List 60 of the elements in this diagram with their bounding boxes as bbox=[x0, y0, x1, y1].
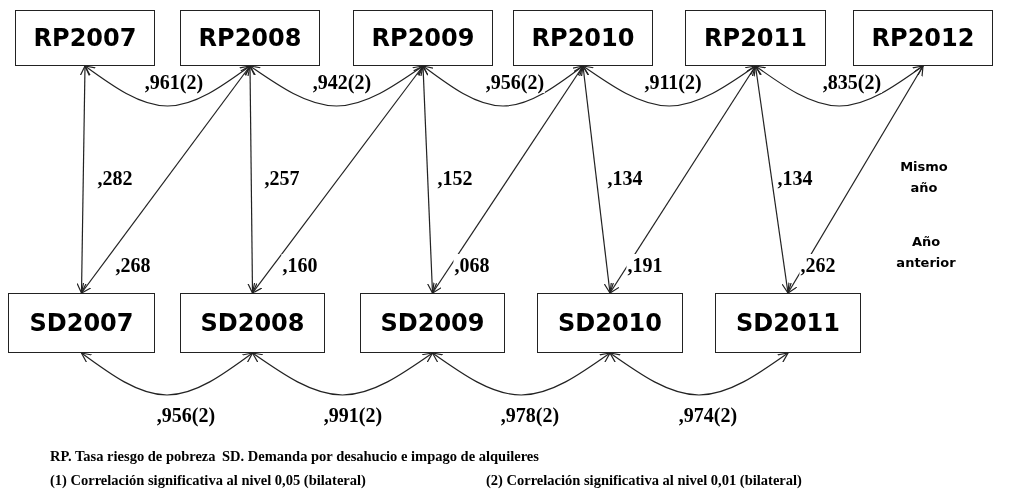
correlation-value: ,974(2) bbox=[677, 404, 739, 426]
variable-name: SD2009 bbox=[380, 309, 485, 337]
variable-name: SD2010 bbox=[558, 309, 662, 337]
variable-name: RP2008 bbox=[198, 24, 302, 52]
variable-box bbox=[685, 10, 826, 66]
footnote: (1) Correlación significativa al nivel 0,05 (bilateral) bbox=[50, 472, 366, 489]
correlation-value: ,160 bbox=[281, 254, 319, 276]
variable-name: SD2008 bbox=[200, 309, 305, 337]
correlation-value: ,262 bbox=[799, 254, 837, 276]
variable-name: RP2010 bbox=[531, 24, 635, 52]
variable-box bbox=[537, 293, 683, 353]
correlation-value: ,978(2) bbox=[499, 404, 561, 426]
variable-name: RP2007 bbox=[33, 24, 137, 52]
curved-double-arrow bbox=[754, 65, 924, 107]
curved-double-arrow bbox=[582, 65, 757, 107]
footnote: RP. Tasa riesgo de pobreza bbox=[50, 448, 216, 465]
double-arrow bbox=[76, 65, 90, 294]
previous-year-note: Año anterior bbox=[895, 233, 957, 272]
curved-double-arrow bbox=[251, 352, 434, 396]
double-arrow bbox=[431, 65, 584, 294]
double-arrow bbox=[418, 65, 438, 294]
variable-name: RP2009 bbox=[371, 24, 475, 52]
double-arrow bbox=[751, 65, 792, 294]
correlation-value: ,956(2) bbox=[155, 404, 217, 426]
curved-double-arrow bbox=[431, 352, 611, 396]
variable-box bbox=[360, 293, 505, 353]
curved-double-arrow bbox=[609, 352, 789, 396]
correlation-value: ,961(2) bbox=[143, 71, 205, 93]
curved-double-arrow bbox=[84, 65, 251, 107]
curved-double-arrow bbox=[249, 65, 424, 107]
variable-box bbox=[353, 10, 493, 66]
correlation-value: ,991(2) bbox=[322, 404, 384, 426]
double-arrow bbox=[80, 65, 251, 294]
correlation-value: ,911(2) bbox=[643, 71, 703, 93]
variable-name: SD2007 bbox=[29, 309, 134, 337]
variable-box bbox=[180, 10, 320, 66]
curved-double-arrow bbox=[422, 65, 584, 107]
variable-name: SD2011 bbox=[736, 309, 840, 337]
footnote: SD. Demanda por desahucio e impago de alquileres bbox=[222, 448, 539, 465]
correlation-value: ,956(2) bbox=[484, 71, 546, 93]
variable-box bbox=[715, 293, 861, 353]
variable-box bbox=[853, 10, 993, 66]
correlation-value: ,191 bbox=[626, 254, 664, 276]
same-year-note: Mismo año bbox=[899, 158, 949, 197]
footnote: (2) Correlación significativa al nivel 0,01 (bilateral) bbox=[486, 472, 802, 489]
curved-double-arrow bbox=[80, 352, 254, 396]
variable-name: RP2011 bbox=[704, 24, 807, 52]
correlation-value: ,068 bbox=[453, 254, 491, 276]
variable-box bbox=[8, 293, 155, 353]
correlation-value: ,835(2) bbox=[821, 71, 883, 93]
variable-box bbox=[513, 10, 653, 66]
correlation-value: ,942(2) bbox=[311, 71, 373, 93]
variable-name: RP2012 bbox=[871, 24, 975, 52]
variable-box bbox=[15, 10, 155, 66]
double-arrow bbox=[787, 65, 924, 294]
double-arrow bbox=[251, 65, 424, 294]
double-arrow bbox=[609, 65, 757, 294]
variable-box bbox=[180, 293, 325, 353]
double-arrow bbox=[245, 65, 258, 294]
double-arrow bbox=[579, 65, 614, 294]
